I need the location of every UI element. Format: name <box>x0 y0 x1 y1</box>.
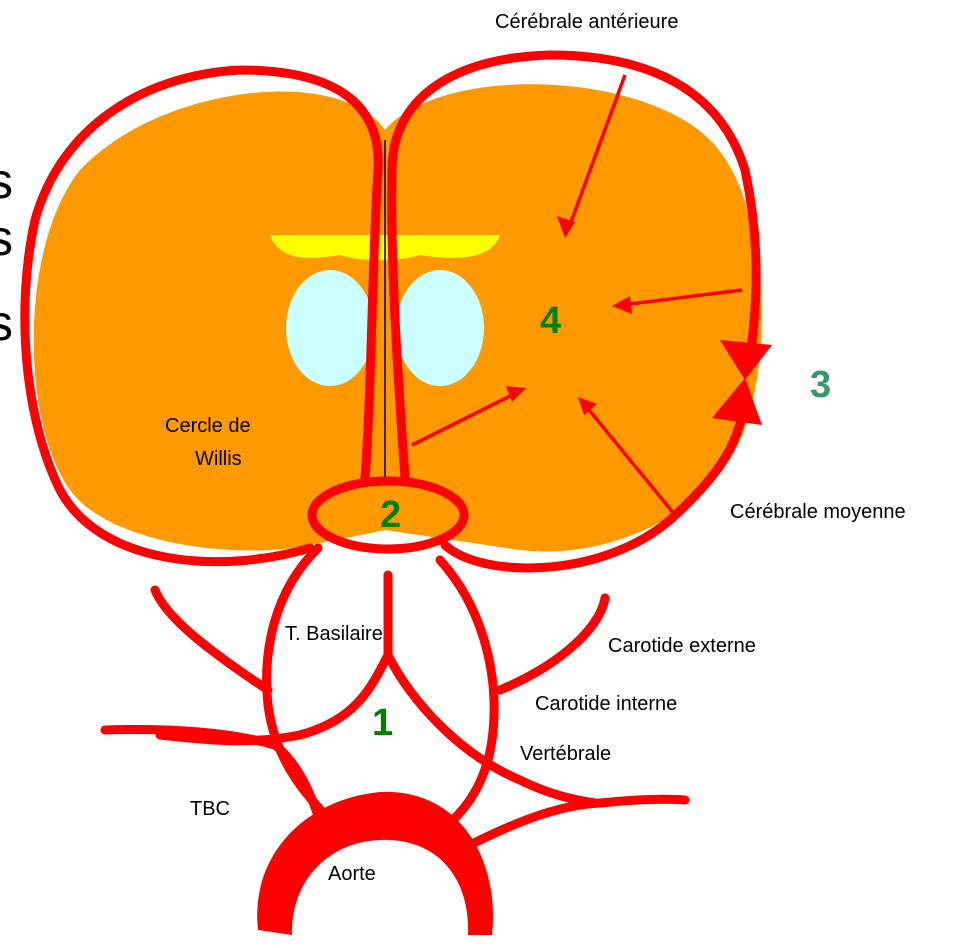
label-carotide-externe: Carotide externe <box>608 635 756 657</box>
number-3: 3 <box>810 364 831 406</box>
right-external-carotid <box>500 598 605 690</box>
label-carotide-interne: Carotide interne <box>535 693 677 715</box>
label-aorte: Aorte <box>328 863 376 885</box>
label-cerebrale-anterieure: Cérébrale antérieure <box>495 11 678 33</box>
right-ventricle <box>396 270 484 386</box>
number-2: 2 <box>380 494 401 536</box>
number-1: 1 <box>372 702 393 744</box>
left-subclavian <box>105 730 325 840</box>
label-cercle-line2: Willis <box>195 448 242 470</box>
label-vertebrale: Vertébrale <box>520 743 611 765</box>
number-4: 4 <box>540 300 561 342</box>
label-t-basilaire: T. Basilaire <box>285 623 383 645</box>
label-cercle-line1: Cercle de <box>165 415 251 437</box>
label-cerebrale-moyenne: Cérébrale moyenne <box>730 501 906 523</box>
cutoff-letter-3: s <box>0 295 13 351</box>
left-ventricle <box>286 270 374 386</box>
cutoff-letter-1: s <box>0 153 13 209</box>
cutoff-letter-2: s <box>0 210 13 266</box>
right-internal-carotid <box>440 560 494 832</box>
label-tbc: TBC <box>190 798 230 820</box>
left-external-carotid <box>155 590 268 690</box>
right-subclavian <box>470 799 685 845</box>
